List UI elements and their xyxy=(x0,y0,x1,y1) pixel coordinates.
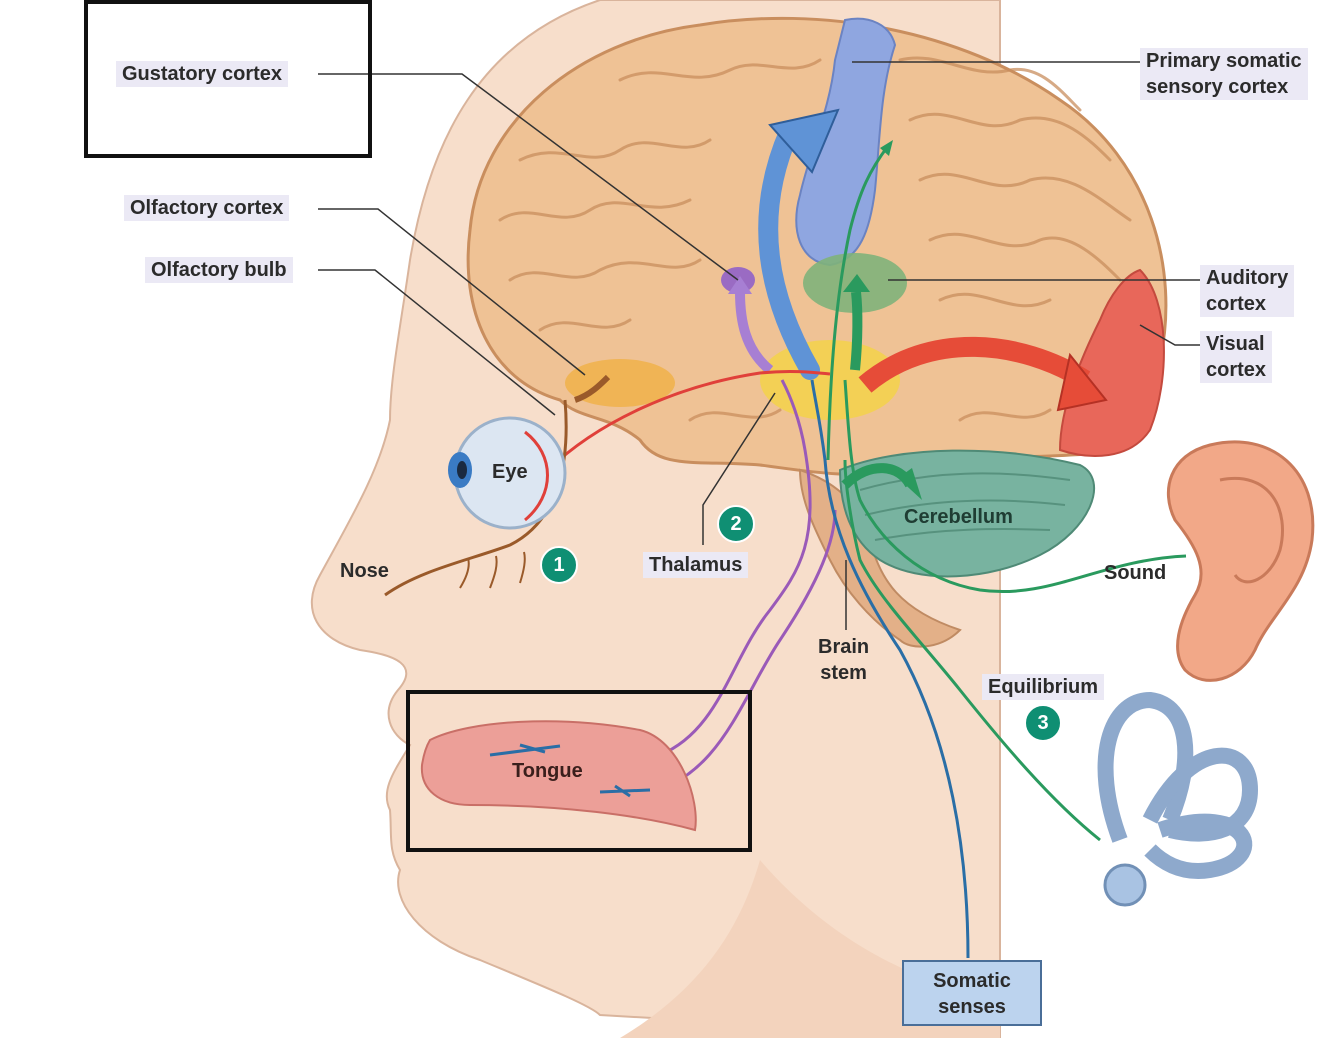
olfactory-cortex-label: Olfactory cortex xyxy=(124,195,290,221)
somatic-arrow-blue xyxy=(758,120,820,380)
primary-somatic-sensory-cortex-label: Primary somatic sensory cortex xyxy=(1140,48,1308,100)
hearing-nerve xyxy=(843,379,1187,594)
brain-stem-label: Brain stem xyxy=(818,636,870,684)
visual-arrow-red xyxy=(858,336,1091,393)
taste-nerve-1 xyxy=(659,379,812,757)
olfactory-nerve xyxy=(384,399,568,597)
olfactory-nerve-branches xyxy=(459,551,526,589)
step-badge-2: 2 xyxy=(717,505,755,543)
pupil xyxy=(457,461,467,479)
cochlea xyxy=(1103,863,1147,907)
tongue-shape xyxy=(420,720,697,832)
vision-nerve xyxy=(546,369,831,472)
somatic-cortex-nerve-arrowhead xyxy=(880,140,893,156)
somatic-senses-label: Somatic senses xyxy=(902,960,1042,1026)
thalamus-label: Thalamus xyxy=(643,552,749,578)
equilibrium-nerve xyxy=(843,459,1101,842)
auditory-arrowhead xyxy=(843,274,870,292)
visual-arrowhead xyxy=(1056,352,1108,412)
tongue-nerve-endings xyxy=(489,743,651,798)
olfactory-arrow xyxy=(573,374,611,403)
gustatory-cortex-highlight-box xyxy=(84,0,372,158)
olfactory-cortex-region xyxy=(565,359,675,407)
somatic-cortex-nerve xyxy=(826,145,890,461)
eye-label: Eye xyxy=(492,461,528,483)
leader-lines xyxy=(318,61,1200,630)
nose-label: Nose xyxy=(340,560,389,582)
brain-gyri xyxy=(498,56,1132,422)
tongue-label: Tongue xyxy=(512,760,583,782)
tongue-highlight-box xyxy=(406,690,752,852)
step-badge-3: 3 xyxy=(1024,704,1062,742)
sound-label: Sound xyxy=(1104,562,1167,584)
step-badge-1: 1 xyxy=(540,546,578,584)
cerebellum-folia xyxy=(859,472,1071,541)
retina-arc xyxy=(524,430,549,522)
visual-cortex-label: Visual cortex xyxy=(1200,331,1273,383)
somatic-nerve xyxy=(810,379,970,959)
gustatory-arrowhead xyxy=(728,276,752,294)
cerebellum-label: Cerebellum xyxy=(904,506,1013,528)
equilibrium-label: Equilibrium xyxy=(982,674,1104,700)
taste-nerve-2 xyxy=(639,509,837,797)
auditory-arrow-green xyxy=(850,291,863,371)
inner-ear xyxy=(1097,691,1259,879)
olfactory-bulb-label: Olfactory bulb xyxy=(145,257,293,283)
ear-inner-fold xyxy=(1219,477,1284,584)
visual-cortex-region xyxy=(1058,268,1165,457)
gustatory-cortex-label: Gustatory cortex xyxy=(116,61,289,87)
gustatory-arrow-purple xyxy=(735,291,774,374)
auditory-cortex-label: Auditory cortex xyxy=(1200,265,1295,317)
somatic-arrowhead xyxy=(768,108,840,174)
equilibrium-arrowhead xyxy=(898,468,922,500)
